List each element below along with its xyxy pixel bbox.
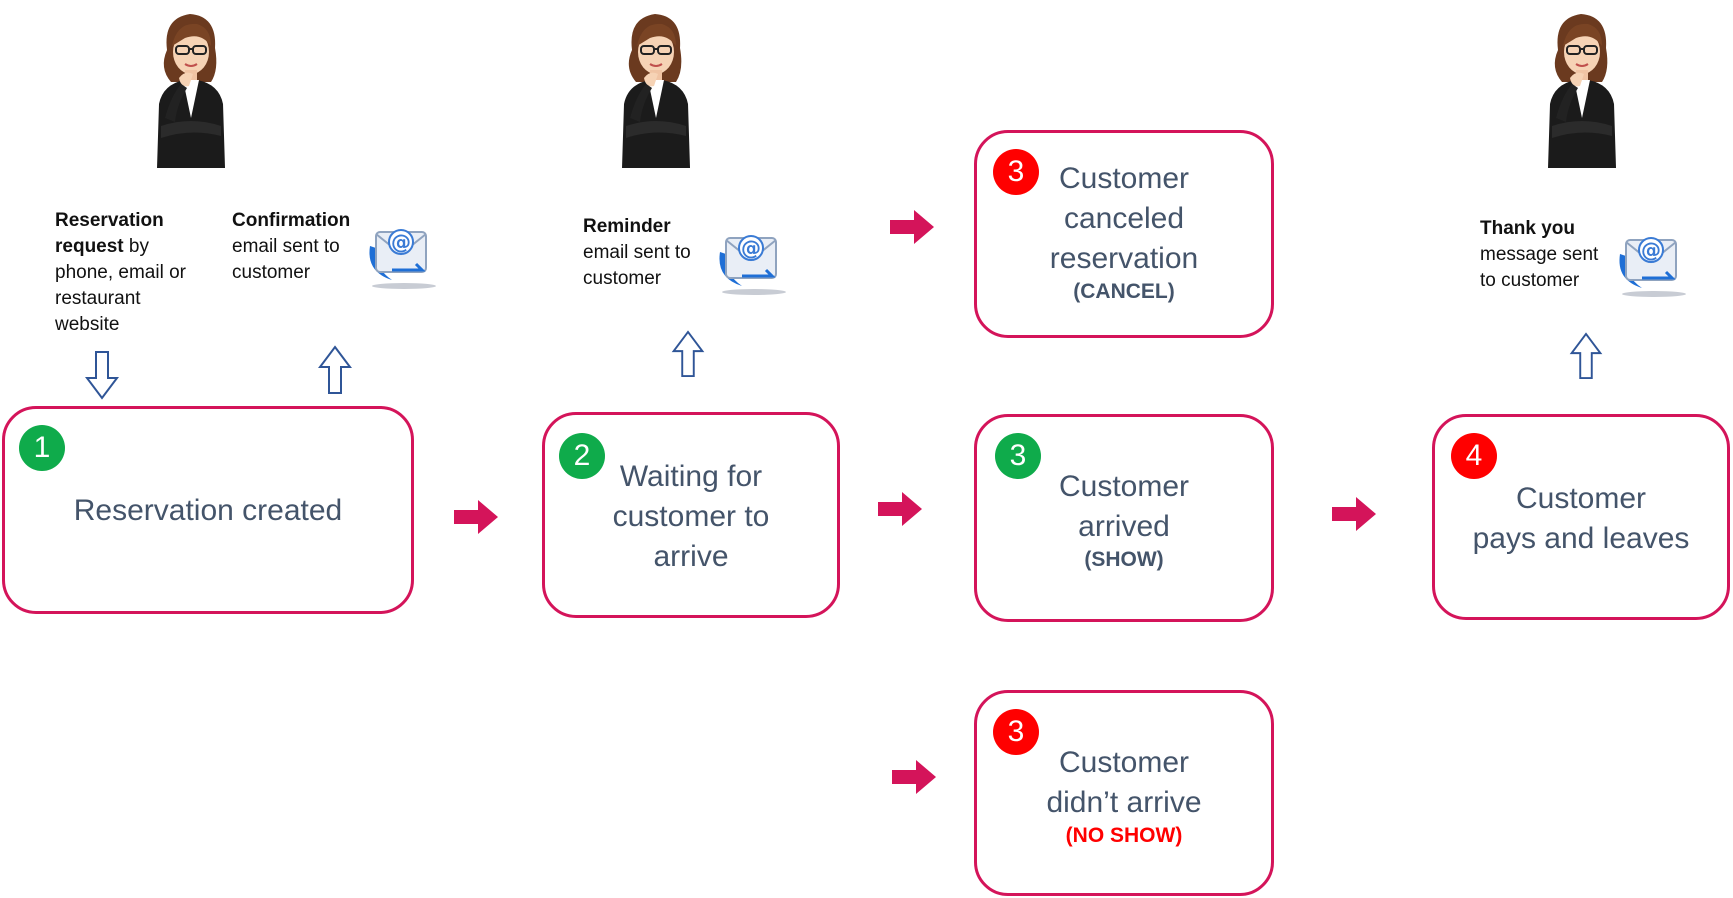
step-arrived: 3 Customer arrived (SHOW)	[974, 414, 1274, 622]
flow-arrow-icon	[890, 210, 934, 244]
step-label: Customer	[1058, 746, 1190, 779]
step-label: canceled	[1063, 202, 1185, 235]
flow-arrow-icon	[1332, 497, 1376, 531]
step-badge: 1	[19, 425, 65, 471]
step-status-tag: (SHOW)	[1084, 548, 1164, 571]
step-badge: 4	[1451, 433, 1497, 479]
step-label: customer to	[612, 500, 770, 533]
hollow-down-arrow-icon	[85, 350, 119, 400]
step-label: Customer	[1058, 162, 1190, 195]
person-illustration	[610, 8, 700, 168]
email-icon	[1612, 220, 1692, 300]
email-icon	[362, 212, 442, 292]
reminder-note: Reminder email sent to customer	[583, 216, 691, 289]
flow-arrow-icon	[892, 760, 936, 794]
step-label: Waiting for	[619, 460, 763, 493]
step-label: Customer	[1058, 470, 1190, 503]
step-label: arrived	[1078, 510, 1170, 543]
step-reservation-created: 1 Reservation created	[2, 406, 414, 614]
confirmation-note: Confirmation email sent to customer	[232, 210, 351, 283]
thank-you-note: Thank you message sent to customer	[1480, 218, 1599, 291]
step-pays-leaves: 4 Customer pays and leaves	[1432, 414, 1730, 620]
step-no-show: 3 Customer didn’t arrive (NO SHOW)	[974, 690, 1274, 896]
flow-arrow-icon	[878, 492, 922, 526]
hollow-up-arrow-icon	[1569, 332, 1603, 380]
step-label: reservation	[1049, 242, 1199, 275]
step-label: didn’t arrive	[1046, 786, 1202, 819]
step-label: Customer	[1515, 482, 1647, 515]
hollow-up-arrow-icon	[671, 330, 705, 378]
step-label: arrive	[653, 540, 729, 573]
step-canceled: 3 Customer canceled reservation (CANCEL)	[974, 130, 1274, 338]
email-icon	[712, 218, 792, 298]
step-label: pays and leaves	[1472, 522, 1690, 555]
flow-arrow-icon	[454, 500, 498, 534]
step-waiting: 2 Waiting for customer to arrive	[542, 412, 840, 618]
step-badge: 3	[995, 433, 1041, 479]
step-status-tag: (CANCEL)	[1073, 280, 1175, 303]
step-badge: 3	[993, 149, 1039, 195]
step-status-tag: (NO SHOW)	[1065, 824, 1183, 847]
hollow-up-arrow-icon	[318, 345, 352, 395]
step-badge: 2	[559, 433, 605, 479]
person-illustration	[145, 8, 235, 168]
step-badge: 3	[993, 709, 1039, 755]
person-illustration	[1536, 8, 1626, 168]
step-label: Reservation created	[73, 494, 343, 527]
reservation-request-note: Reservation request by phone, email or r…	[55, 210, 186, 335]
